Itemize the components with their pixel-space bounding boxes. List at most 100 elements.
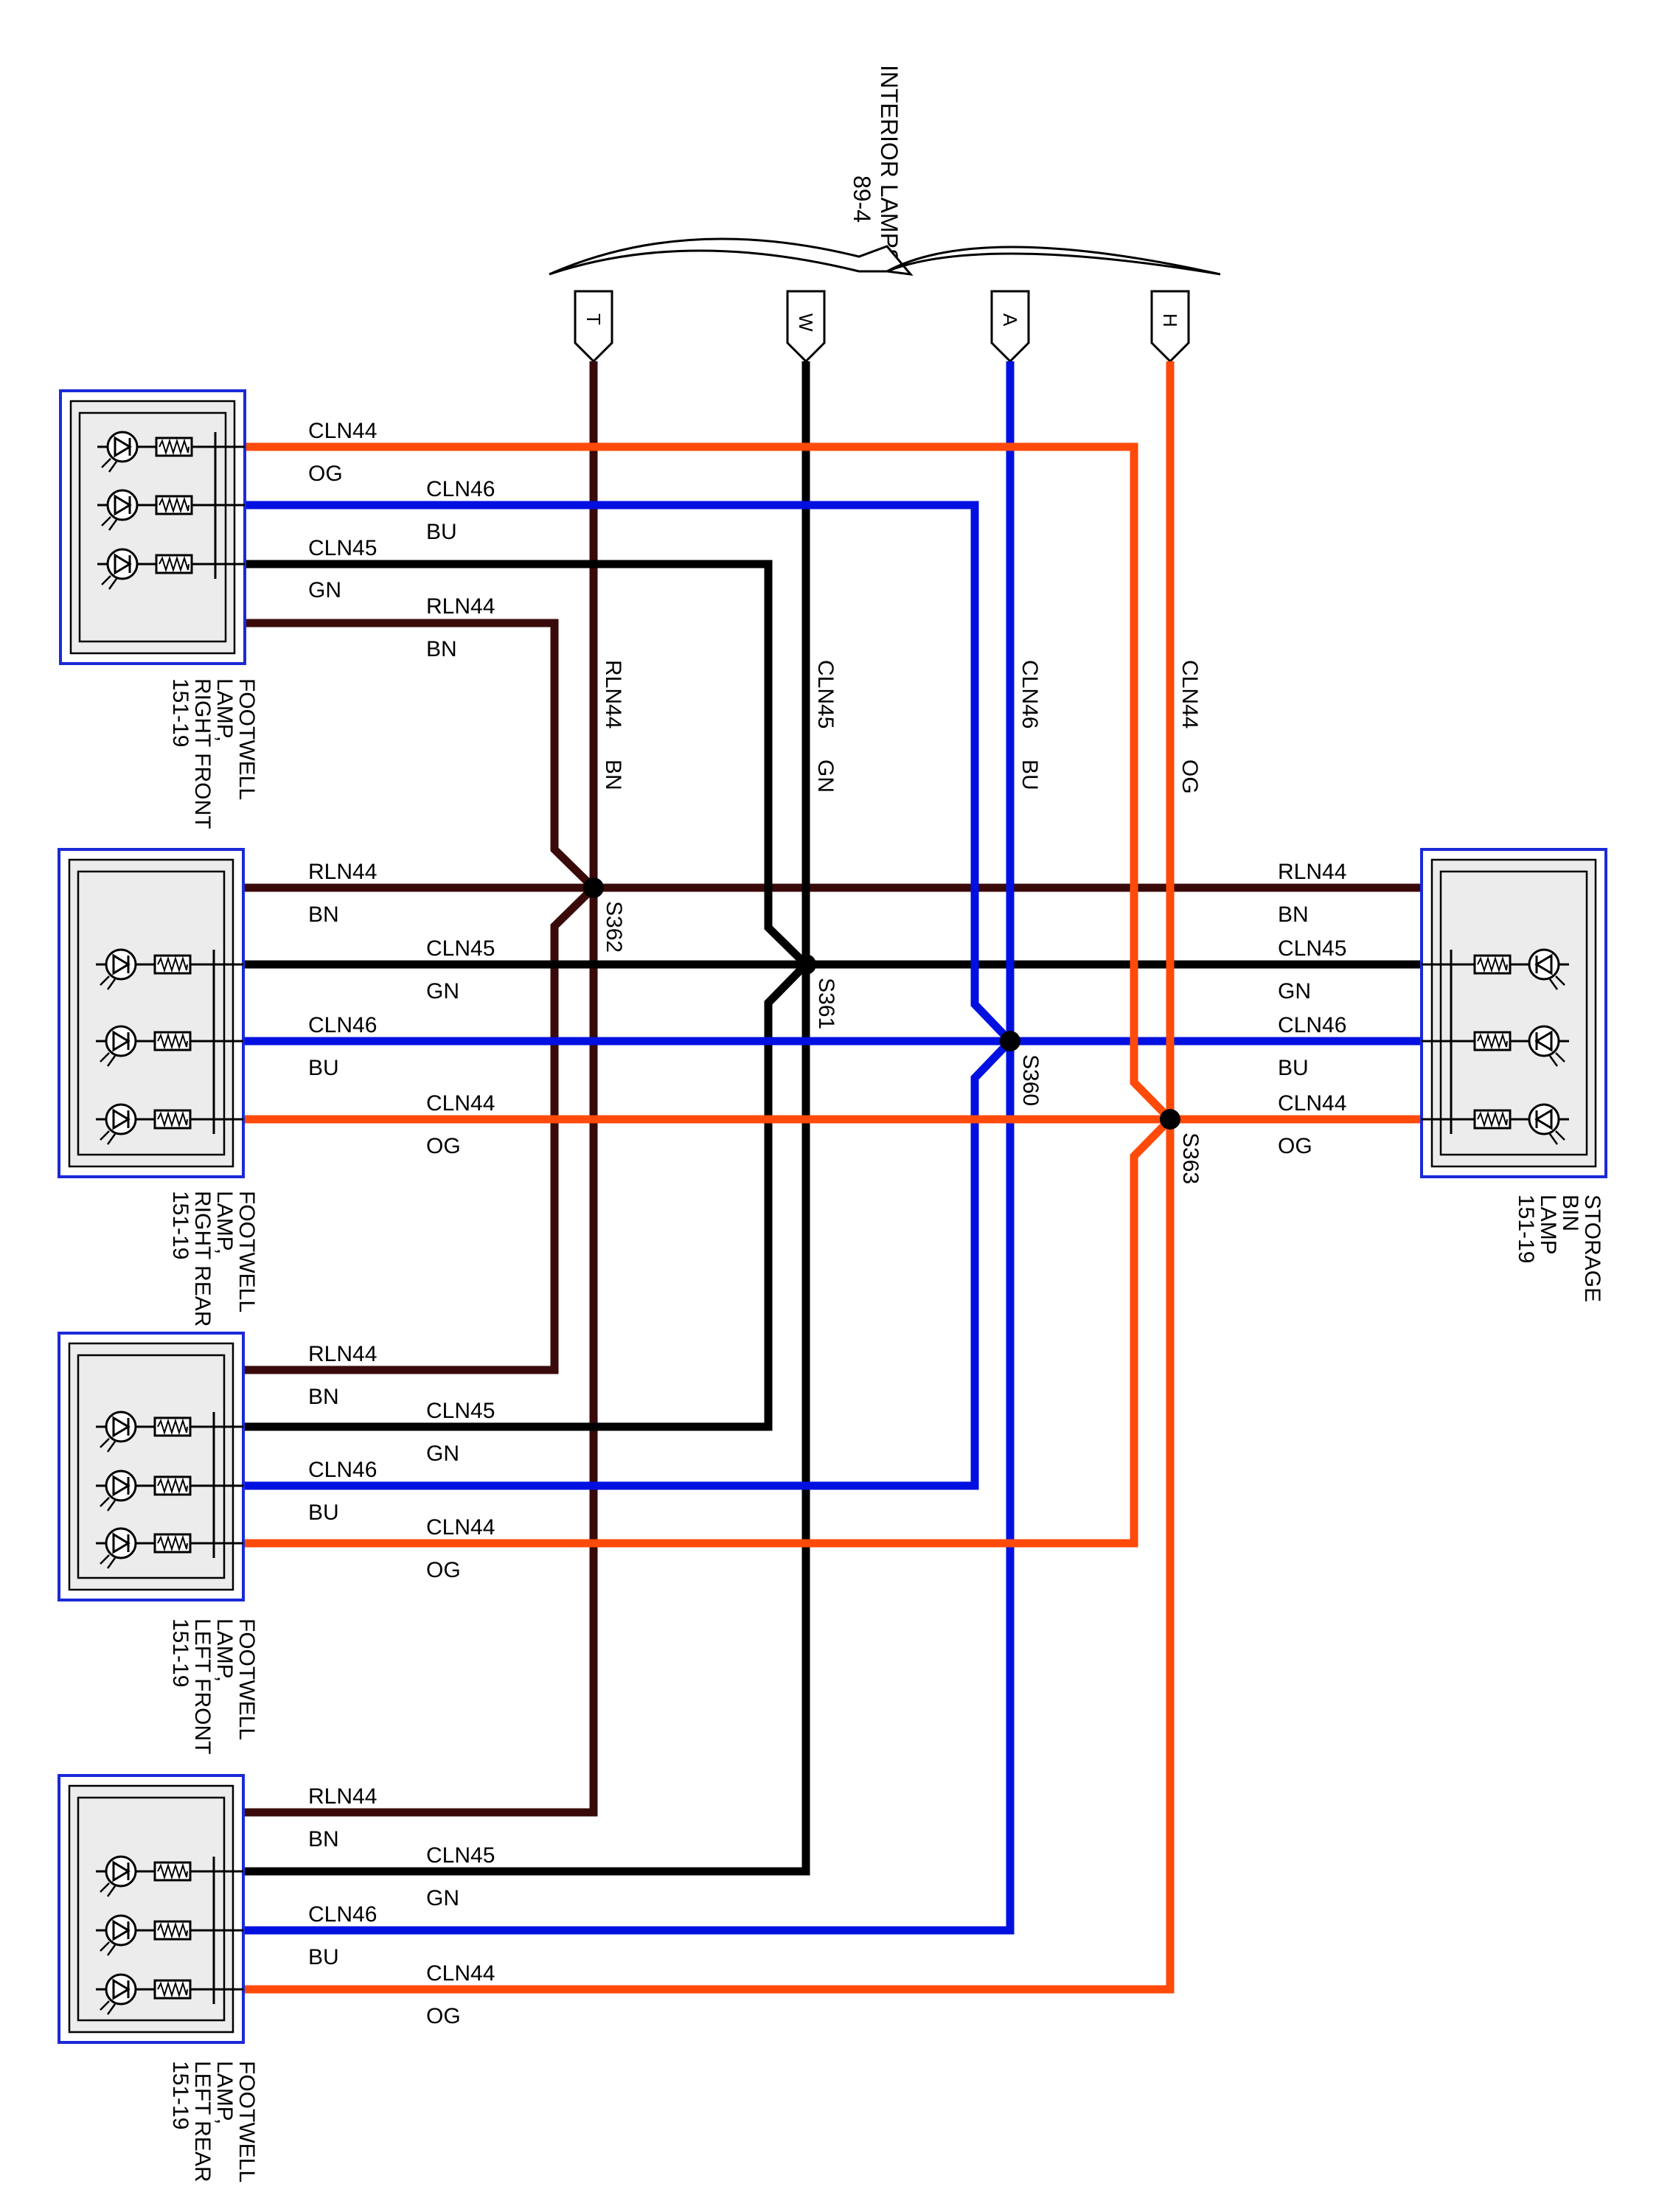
lr-og-circuit: CLN44 bbox=[426, 1961, 495, 1986]
rf-led-ray-a-1 bbox=[101, 516, 111, 526]
sb-og-circuit: CLN44 bbox=[1278, 1091, 1346, 1116]
rr-bn-color: BN bbox=[308, 902, 339, 927]
riser-labels: RLN44 BN CLN45 GN CLN46 BU CLN44 OG bbox=[601, 660, 1202, 794]
lf-led-ray-b-0 bbox=[106, 1441, 116, 1453]
splice-dot-s361 bbox=[796, 954, 816, 975]
header-ref: 89-4 bbox=[849, 175, 875, 223]
lf-resistor-icon-0 bbox=[153, 1416, 192, 1437]
component-label-lr: FOOTWELL LAMP, LEFT REAR 151-19 bbox=[168, 2061, 259, 2183]
rr-og-circuit: CLN44 bbox=[426, 1091, 495, 1116]
sb-housing bbox=[1430, 858, 1597, 1168]
lr-gn-color: GN bbox=[426, 1886, 459, 1910]
lf-led-icon-1 bbox=[96, 1470, 137, 1512]
rf-resistor-icon-1 bbox=[155, 495, 193, 515]
lf-gn-circuit: CLN45 bbox=[426, 1399, 495, 1423]
rr-label-line1: FOOTWELL bbox=[234, 1191, 259, 1312]
pin-h-label: H bbox=[1159, 313, 1181, 327]
splice-label-s361: S361 bbox=[814, 978, 838, 1029]
wire-gn-rf bbox=[243, 560, 809, 967]
rr-resistor-zigzag-0 bbox=[157, 956, 188, 973]
sb-og-color: OG bbox=[1278, 1134, 1312, 1158]
sb-resistor-icon-1 bbox=[1473, 1031, 1512, 1051]
sb-led-triangle-2 bbox=[1534, 1108, 1553, 1130]
rr-gn-color: GN bbox=[426, 979, 459, 1004]
lr-led-ray-b-1 bbox=[106, 1944, 116, 1956]
rf-led-ray-a-2 bbox=[101, 575, 111, 585]
lf-resistor-icon-1 bbox=[153, 1475, 192, 1496]
lf-bn-circuit: RLN44 bbox=[308, 1342, 377, 1366]
rf-led-icon-1 bbox=[97, 489, 139, 531]
lr-label-line3: LEFT REAR bbox=[190, 2061, 215, 2183]
lr-bn-circuit: RLN44 bbox=[308, 1784, 377, 1809]
rf-resistor-icon-0 bbox=[155, 437, 193, 457]
rf-resistor-icon-2 bbox=[155, 554, 193, 574]
header-title: INTERIOR LAMPS bbox=[876, 65, 902, 264]
rr-og-color: OG bbox=[426, 1134, 461, 1158]
wire-labels-rf: CLN44 OG CLN46 BU CLN45 GN RLN44 BN bbox=[308, 419, 495, 661]
component-box-rr bbox=[58, 848, 245, 1178]
sb-bn-color: BN bbox=[1278, 902, 1309, 927]
pin-a-label: A bbox=[999, 313, 1021, 327]
lf-led-ray-a-1 bbox=[100, 1497, 110, 1507]
rf-label-line3: RIGHT FRONT bbox=[190, 678, 215, 829]
rr-label-line2: LAMP, bbox=[212, 1191, 237, 1254]
rf-gn-circuit: CLN45 bbox=[308, 536, 377, 560]
lf-led-icon-0 bbox=[96, 1411, 137, 1453]
lr-resistor-icon-2 bbox=[153, 1979, 192, 2000]
rf-led-icon-2 bbox=[97, 548, 139, 590]
rr-housing bbox=[68, 858, 234, 1168]
rr-led-icon-2 bbox=[96, 1103, 137, 1145]
rf-housing bbox=[69, 400, 236, 655]
sb-resistor-zigzag-0 bbox=[1477, 956, 1508, 973]
splice-label-s360: S360 bbox=[1018, 1054, 1043, 1106]
rr-bu-color: BU bbox=[308, 1056, 339, 1080]
lf-led-icon-2 bbox=[96, 1527, 137, 1569]
sb-led-ray-b-2 bbox=[1548, 1133, 1559, 1145]
lr-housing bbox=[68, 1784, 234, 2034]
riser-label-gn-circuit: CLN45 bbox=[813, 660, 838, 728]
rf-bn-circuit: RLN44 bbox=[426, 594, 495, 619]
rf-resistor-zigzag-0 bbox=[159, 438, 189, 456]
lr-label-line2: LAMP, bbox=[212, 2061, 237, 2124]
rf-inner-frame bbox=[78, 411, 227, 643]
lf-bu-color: BU bbox=[308, 1500, 339, 1525]
sb-resistor-zigzag-1 bbox=[1477, 1032, 1508, 1050]
header-brace bbox=[549, 237, 1221, 276]
lf-resistor-zigzag-2 bbox=[157, 1534, 188, 1552]
wire-bu-main bbox=[243, 361, 1015, 1935]
sb-label-line4: 151-19 bbox=[1514, 1194, 1538, 1263]
component-label-rr: FOOTWELL LAMP, RIGHT REAR 151-19 bbox=[168, 1191, 259, 1326]
component-label-rf: FOOTWELL LAMP, RIGHT FRONT 151-19 bbox=[168, 678, 259, 829]
pin-a: A bbox=[990, 290, 1030, 364]
lr-led-icon-0 bbox=[96, 1855, 137, 1897]
lf-label-line4: 151-19 bbox=[168, 1618, 192, 1687]
rr-led-ray-b-0 bbox=[106, 978, 116, 990]
rr-inner-frame bbox=[77, 870, 226, 1156]
wire-bn-lf bbox=[243, 885, 597, 1374]
rr-bn-circuit: RLN44 bbox=[308, 860, 377, 884]
rr-led-ray-a-0 bbox=[100, 975, 110, 986]
rf-led-ray-b-2 bbox=[108, 578, 118, 590]
wire-bu-lf bbox=[243, 1038, 1013, 1490]
header-interior-lamps: INTERIOR LAMPS 89-4 bbox=[849, 65, 902, 264]
sb-gn-circuit: CLN45 bbox=[1278, 936, 1346, 961]
riser-label-gn-color: GN bbox=[813, 759, 838, 793]
rr-led-icon-1 bbox=[96, 1025, 137, 1067]
wire-gn-main bbox=[243, 361, 810, 1876]
splice-dot-s362 bbox=[583, 877, 604, 898]
rf-label-line1: FOOTWELL bbox=[234, 678, 259, 800]
lf-label-line2: LAMP, bbox=[212, 1618, 237, 1682]
rf-bu-color: BU bbox=[426, 520, 457, 544]
rr-led-triangle-1 bbox=[112, 1030, 131, 1052]
lr-og-color: OG bbox=[426, 2004, 461, 2028]
lr-resistor-zigzag-1 bbox=[157, 1921, 188, 1939]
pin-t-label: T bbox=[582, 313, 605, 325]
rr-resistor-icon-0 bbox=[153, 954, 192, 975]
lr-led-ray-b-0 bbox=[106, 1885, 116, 1897]
wire-bu-rf bbox=[243, 501, 1013, 1044]
sb-label-line2: BIN bbox=[1558, 1194, 1582, 1231]
rf-led-ray-b-0 bbox=[108, 461, 118, 473]
lr-led-ray-a-0 bbox=[100, 1882, 110, 1893]
rr-resistor-icon-1 bbox=[153, 1031, 192, 1051]
rf-bn-color: BN bbox=[426, 637, 457, 661]
